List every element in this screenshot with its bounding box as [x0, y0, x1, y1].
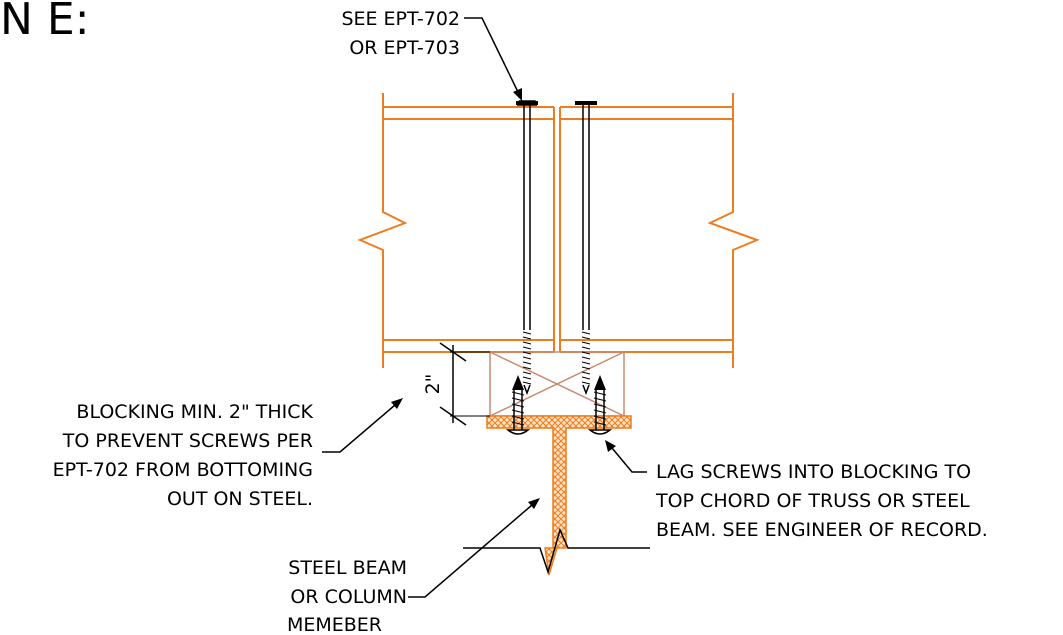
leader-blocking-arrow: [391, 398, 403, 409]
dimension-blocking: 2": [422, 342, 490, 426]
wood-panels: [357, 93, 760, 368]
leader-see-ept-line: [464, 17, 519, 93]
leader-see-ept-arrow: [513, 88, 522, 101]
see-ept-label-line2: OR EPT-703: [349, 37, 460, 59]
panel-screw-left-head-fill: [516, 101, 538, 105]
leader-lag-line: [611, 447, 647, 473]
lag-screw-right-threads: [593, 391, 607, 426]
panel-right-break-line: [707, 93, 760, 368]
leader-steel-arrow: [528, 498, 540, 509]
steel-label-line3: MEMEBER: [287, 614, 382, 635]
leader-lag: [605, 440, 647, 473]
lag-screw-right: [587, 375, 613, 435]
blocking-label-line1: BLOCKING MIN. 2" THICK: [76, 401, 313, 423]
lag-screw-left: [505, 375, 531, 435]
leader-see-ept: [464, 17, 522, 101]
steel-break-line: [463, 527, 650, 575]
blocking-diagonal-2: [489, 351, 625, 417]
panel-screw-right-threads: [581, 331, 591, 385]
panel-screw-left-tip: [523, 384, 531, 396]
leader-blocking: [322, 398, 403, 453]
lag-screw-left-tip: [512, 375, 524, 390]
see-ept-label-line1: SEE EPT-702: [341, 8, 460, 30]
lag-screw-right-head: [587, 429, 613, 435]
leader-lag-arrow: [605, 440, 616, 452]
blocking-label-line3: EPT-702 FROM BOTTOMING: [53, 459, 313, 481]
steel-section: [463, 415, 650, 576]
panel-left-break-line: [357, 93, 408, 368]
lag-label-line2: TOP CHORD OF TRUSS OR STEEL: [655, 490, 970, 512]
dimension-text: 2": [422, 374, 444, 395]
lag-screw-right-tip: [594, 375, 606, 390]
panel-screw-right-tip: [582, 384, 590, 396]
steel-label-line2: OR COLUMN: [290, 586, 407, 608]
lag-screw-left-threads: [511, 391, 525, 426]
leader-steel: [408, 498, 540, 598]
lag-screw-left-head: [505, 429, 531, 435]
steel-tee: [486, 415, 632, 576]
panel-screw-right-head-fill: [575, 101, 597, 105]
lag-label-line1: LAG SCREWS INTO BLOCKING TO: [656, 461, 971, 483]
dimension-tick-bottom: [439, 406, 467, 426]
title-text: N E:: [0, 0, 90, 45]
dimension-tick-top: [439, 342, 467, 362]
blocking-label-line4: OUT ON STEEL.: [167, 488, 313, 510]
panel-screw-left-threads: [522, 331, 532, 385]
lag-label-line3: BEAM. SEE ENGINEER OF RECORD.: [656, 519, 988, 541]
leader-blocking-line: [322, 404, 396, 453]
blocking-label-line2: TO PREVENT SCREWS PER: [62, 430, 313, 452]
leader-steel-line: [408, 504, 533, 598]
panel-screw-right: [575, 101, 597, 396]
steel-label-line1: STEEL BEAM: [288, 557, 407, 579]
panel-screw-left: [516, 100, 538, 396]
